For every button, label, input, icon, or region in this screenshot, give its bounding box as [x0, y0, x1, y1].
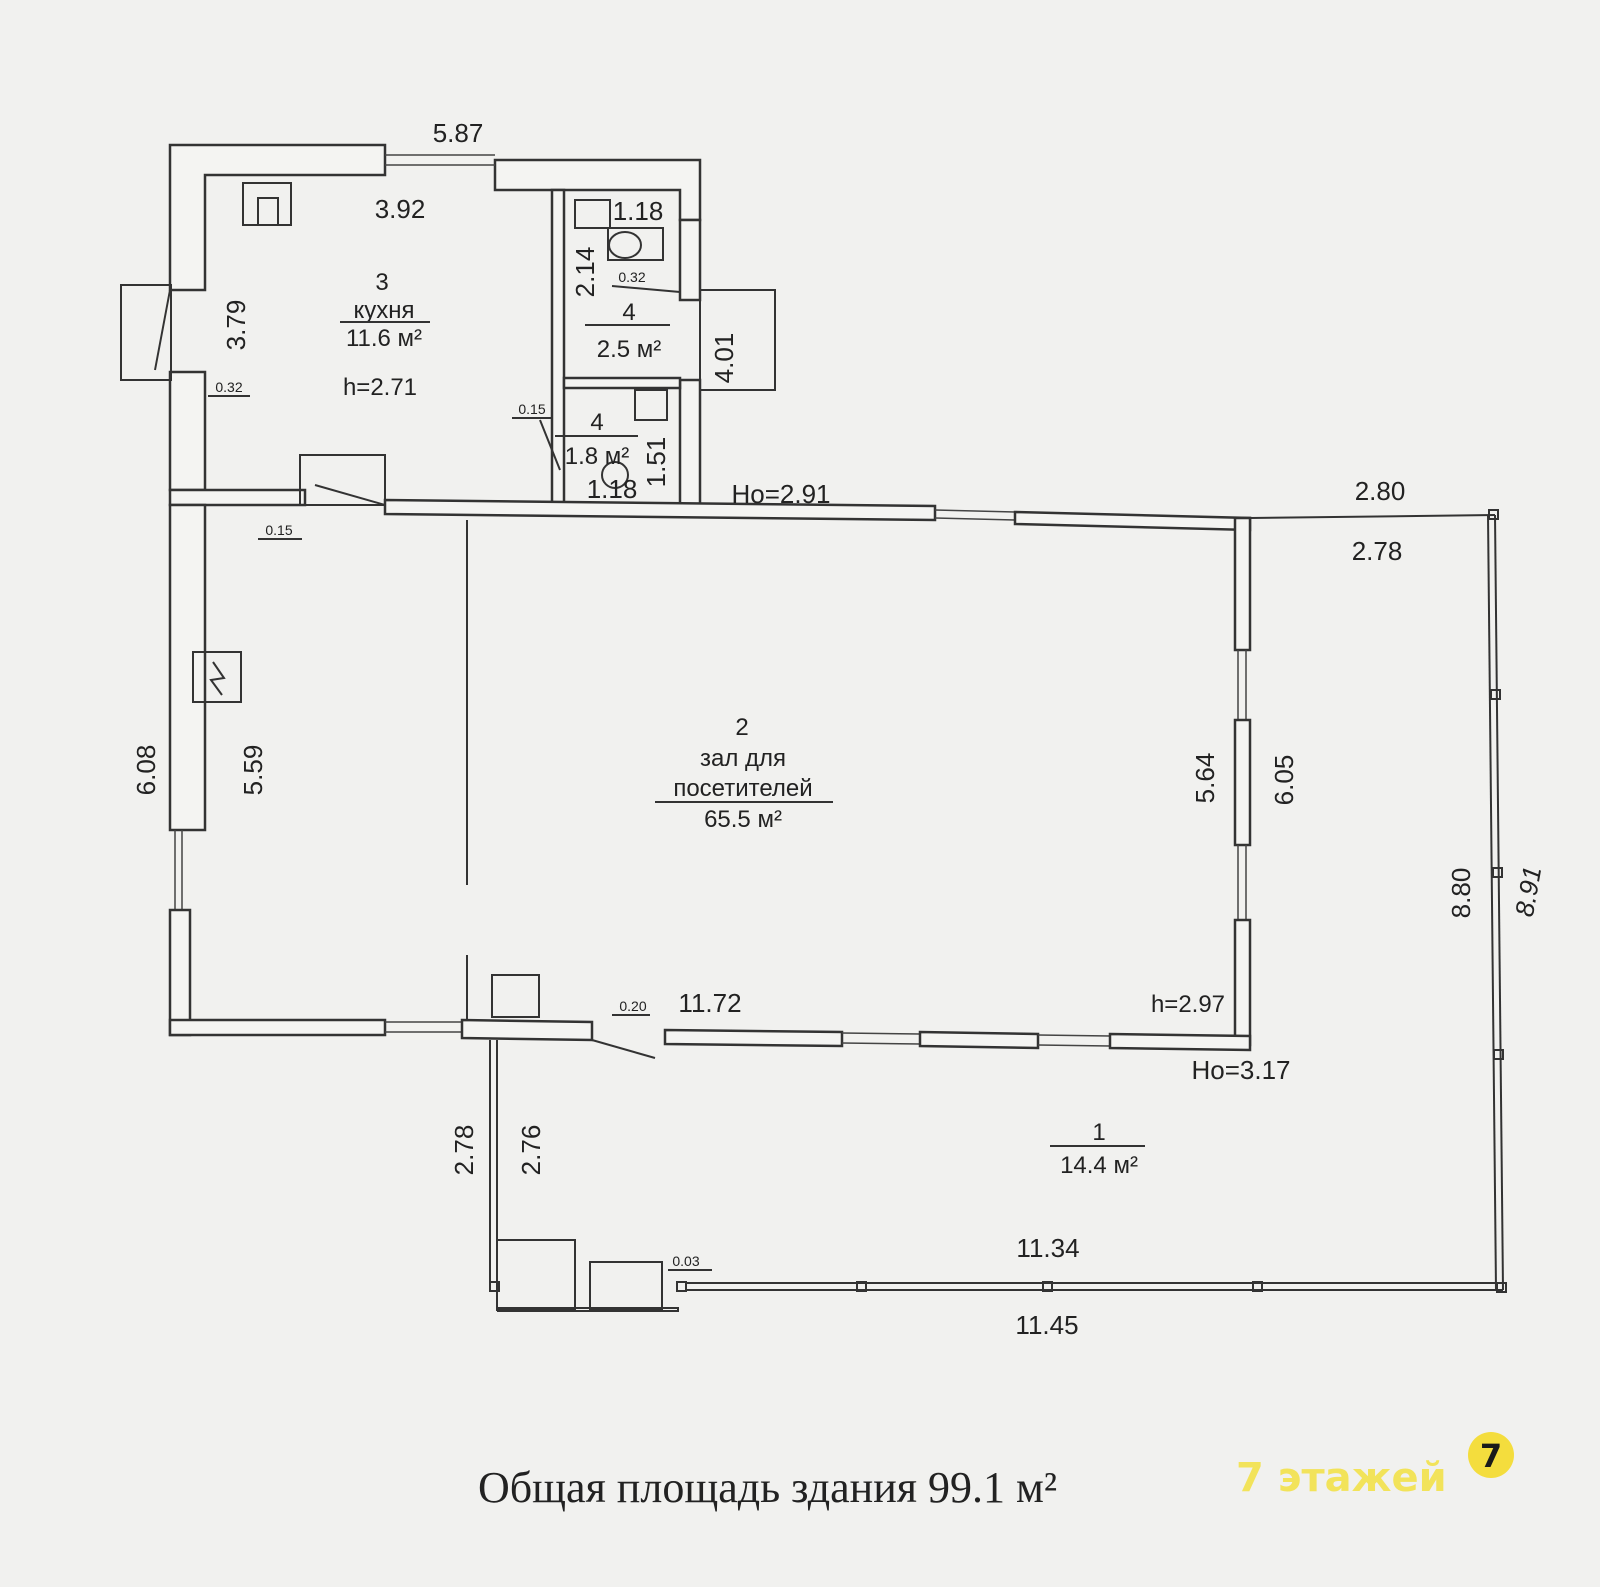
dim-kitchen-wall: 0.32 — [215, 379, 242, 395]
dim-ho-top: Ho=2.91 — [731, 479, 830, 509]
dim-terrace-left-outer: 2.78 — [449, 1125, 479, 1176]
kitchen-block-walls — [120, 143, 937, 522]
dim-wc2-width: 1.18 — [587, 474, 638, 504]
hall-name-line1: зал для — [700, 745, 786, 772]
wc-lower-number: 4 — [590, 409, 603, 436]
dim-wc-depth: 2.14 — [570, 247, 600, 298]
dim-terrace-top-outer: 2.80 — [1355, 476, 1406, 506]
dim-door-gap: 0.20 — [619, 998, 646, 1014]
logo-digit: 7 — [1480, 1437, 1502, 1475]
dim-kitchen-depth: 3.79 — [221, 300, 251, 351]
dim-left-inner: 5.59 — [238, 745, 268, 796]
dim-hall-right-inner: 5.64 — [1190, 753, 1220, 804]
dim-terrace-bottom-outer: 11.45 — [1015, 1310, 1078, 1340]
dim-top-outer: 5.87 — [433, 118, 484, 148]
dim-step: 0.03 — [672, 1253, 699, 1269]
dim-terrace-right-inner: 8.80 — [1446, 868, 1476, 919]
dim-left-outer: 6.08 — [131, 745, 161, 796]
kitchen-height: h=2.71 — [343, 374, 417, 401]
room-label-kitchen: 3 кухня 11.6 м² h=2.71 — [340, 269, 430, 401]
hall-number: 2 — [735, 714, 748, 741]
kitchen-area: 11.6 м² — [346, 325, 422, 352]
hall-walls — [168, 503, 1252, 1059]
dim-partition: 0.15 — [518, 401, 545, 417]
terrace-area: 14.4 м² — [1060, 1152, 1138, 1179]
dim-terrace-right-outer: 8.91 — [1509, 864, 1547, 919]
dim-ho-bottom: Ho=3.17 — [1191, 1055, 1290, 1085]
hall-height: h=2.97 — [1151, 991, 1225, 1018]
dim-wc2-depth: 1.51 — [641, 437, 671, 488]
dim-hall-length: 11.72 — [678, 988, 741, 1018]
dim-wc-width: 1.18 — [613, 196, 664, 226]
dim-terrace-top-inner: 2.78 — [1352, 536, 1403, 566]
dim-terrace-bottom-inner: 11.34 — [1016, 1233, 1079, 1263]
terrace-number: 1 — [1092, 1119, 1105, 1146]
wc-upper-number: 4 — [622, 299, 635, 326]
total-area-caption: Общая площадь здания 99.1 м² — [478, 1463, 1058, 1512]
hall-name-line2: посетителей — [673, 775, 812, 802]
dim-kitchen-width: 3.92 — [375, 194, 426, 224]
wc-upper-area: 2.5 м² — [597, 336, 662, 363]
kitchen-name: кухня — [353, 297, 414, 324]
dim-terrace-left-inner: 2.76 — [516, 1125, 546, 1176]
room-label-wc-lower: 4 1.8 м² — [555, 409, 638, 470]
room-label-hall: 2 зал для посетителей 65.5 м² h=2.97 — [655, 714, 1225, 1018]
watermark-logo-text: 7 этажей — [1236, 1455, 1447, 1501]
wc-lower-area: 1.8 м² — [565, 443, 630, 470]
dim-left-wall: 0.15 — [265, 522, 292, 538]
room-label-wc-upper: 4 2.5 м² — [585, 299, 670, 363]
dim-wc-small-wall: 0.32 — [618, 269, 645, 285]
logo-seven-icon: 7 — [1480, 1437, 1502, 1475]
dim-wc-outer: 4.01 — [709, 333, 739, 384]
hall-area: 65.5 м² — [704, 806, 782, 833]
dimension-labels: 5.87 3.92 3.79 1.18 2.14 0.32 4.01 0.32 … — [131, 118, 1547, 1340]
dim-hall-right-outer: 6.05 — [1269, 755, 1299, 806]
terrace-posts — [489, 509, 1507, 1293]
kitchen-number: 3 — [375, 269, 388, 296]
terrace-outline — [489, 514, 1504, 1312]
watermark-logo-badge: 7 — [1468, 1432, 1514, 1478]
room-label-terrace: 1 14.4 м² — [1050, 1119, 1145, 1179]
